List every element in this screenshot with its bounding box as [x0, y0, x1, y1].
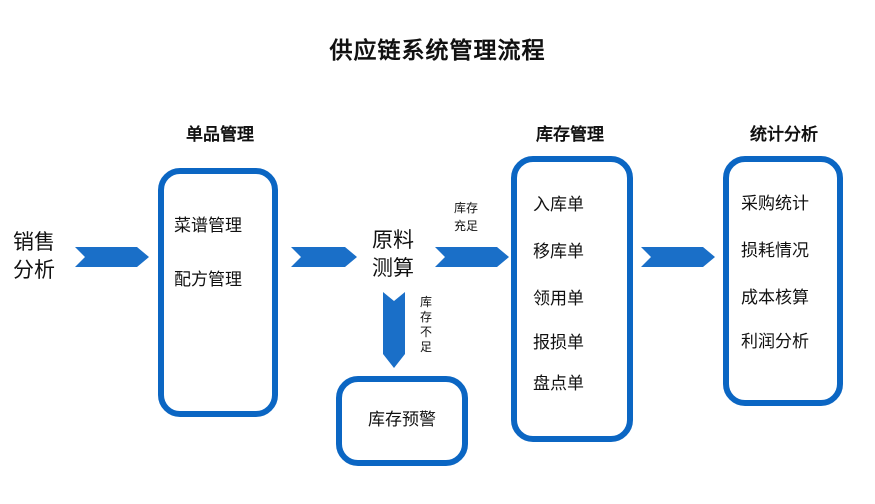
material-calculation-line-2: 测算 — [372, 256, 414, 280]
statistics-item-cost: 成本核算 — [741, 288, 809, 308]
arrow-inventory-to-statistics — [641, 247, 715, 267]
arrow-product-to-material — [291, 247, 357, 267]
material-calculation-line-1: 原料 — [372, 228, 414, 252]
stock-sufficient-label: 库存 充足 — [454, 199, 478, 235]
stock-insufficient-label: 库 存 不 足 — [419, 295, 433, 355]
sales-analysis-line-2: 分析 — [13, 258, 55, 282]
heading-inventory-management: 库存管理 — [536, 125, 604, 145]
stock-warning-text: 库存预警 — [368, 410, 436, 430]
inventory-item-transfer: 移库单 — [533, 242, 584, 262]
heading-product-management: 单品管理 — [186, 125, 254, 145]
product-management-box — [158, 168, 278, 417]
inventory-item-stocktake: 盘点单 — [533, 374, 584, 394]
material-calculation-node: 原料 测算 — [372, 226, 414, 282]
inventory-item-inbound: 入库单 — [533, 195, 584, 215]
product-item-formula: 配方管理 — [174, 270, 242, 290]
stock-sufficient-line-1: 库存 — [454, 201, 479, 215]
product-item-recipe: 菜谱管理 — [174, 216, 242, 236]
stock-insufficient-char-4: 足 — [419, 340, 432, 354]
stock-insufficient-char-2: 存 — [419, 310, 432, 324]
stock-insufficient-char-1: 库 — [419, 295, 432, 309]
statistics-analysis-box — [723, 156, 843, 406]
diagram-title: 供应链系统管理流程 — [329, 38, 546, 64]
arrow-sales-to-product — [75, 247, 149, 267]
arrow-material-to-inventory — [435, 247, 509, 267]
stock-insufficient-char-3: 不 — [419, 325, 432, 339]
stock-sufficient-line-2: 充足 — [454, 219, 479, 233]
sales-analysis-line-1: 销售 — [13, 230, 55, 254]
stock-warning-box — [336, 376, 468, 466]
arrow-material-to-warning — [383, 292, 405, 368]
inventory-item-loss-report: 报损单 — [533, 333, 584, 353]
statistics-item-purchase: 采购统计 — [741, 194, 809, 214]
sales-analysis-node: 销售 分析 — [13, 228, 55, 284]
inventory-item-requisition: 领用单 — [533, 289, 584, 309]
statistics-item-profit: 利润分析 — [741, 332, 809, 352]
inventory-management-box — [511, 156, 633, 442]
statistics-item-loss: 损耗情况 — [741, 241, 809, 261]
heading-statistics-analysis: 统计分析 — [750, 125, 818, 145]
